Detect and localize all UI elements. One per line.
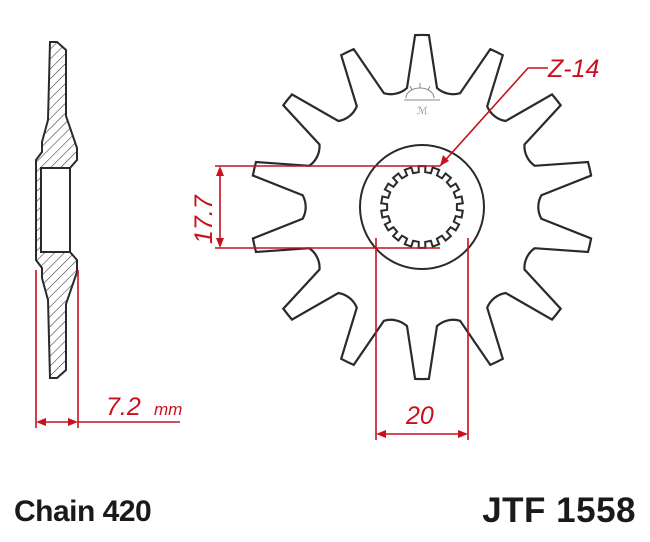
part-number: JTF 1558 bbox=[482, 491, 636, 530]
thickness-dimension-unit: mm bbox=[154, 400, 182, 419]
bore-dimension-label: 17.7 bbox=[190, 194, 218, 244]
hub-circle bbox=[359, 144, 485, 270]
svg-text:ℳ: ℳ bbox=[417, 106, 428, 117]
spline-bore bbox=[380, 165, 464, 249]
side-section-view bbox=[35, 41, 78, 379]
sprocket-front-view: ℳ bbox=[251, 33, 593, 381]
dimension-arrows bbox=[36, 155, 468, 438]
teeth-count-label: Z-14 bbox=[547, 55, 599, 83]
spline-dimension-label: 20 bbox=[405, 402, 434, 430]
side-section-hub bbox=[40, 167, 71, 253]
manufacturer-logo: ℳ bbox=[404, 83, 440, 117]
chain-size-label: Chain 420 bbox=[14, 495, 152, 528]
thickness-dimension-value: 7.2 bbox=[106, 393, 141, 421]
dimension-lines bbox=[35, 67, 548, 440]
